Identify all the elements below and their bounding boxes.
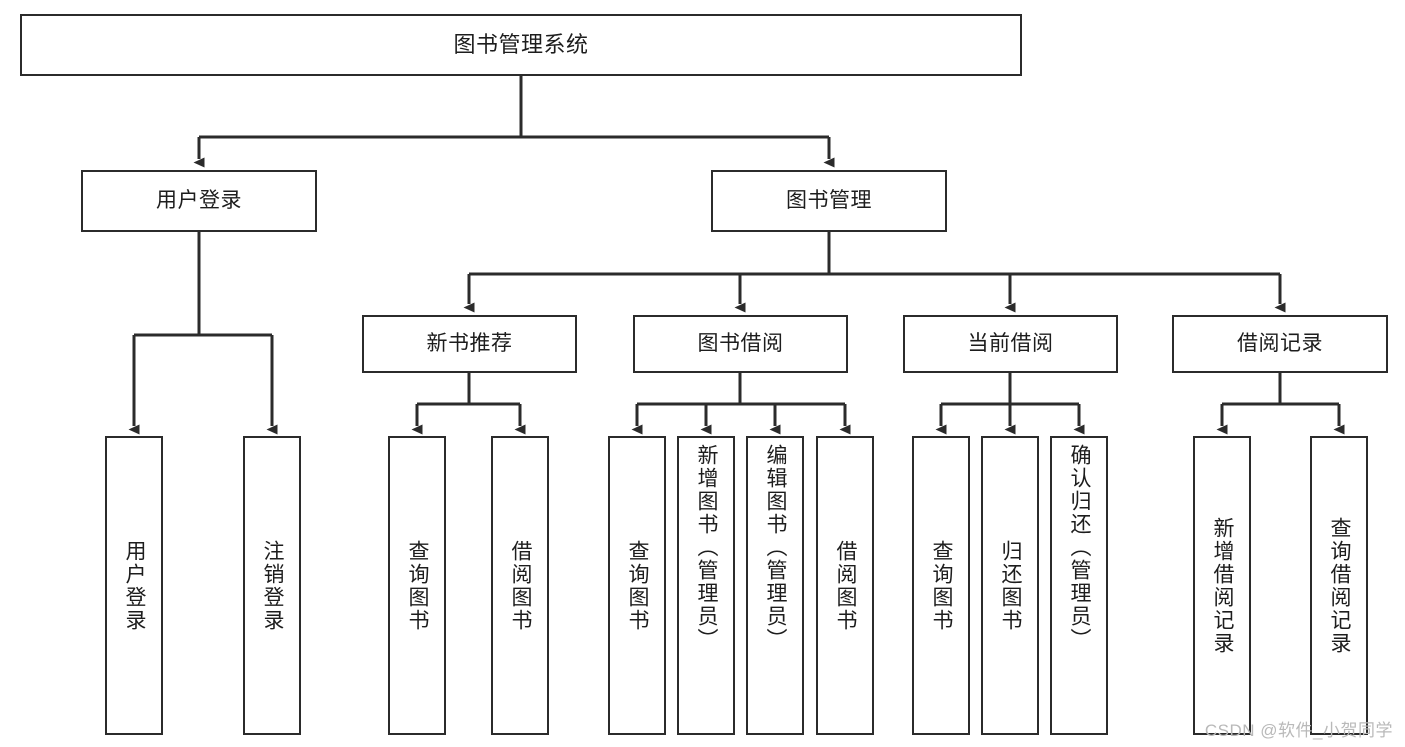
leaf-user-login[interactable]: 用户登录 (105, 436, 163, 735)
leaf-add-book-admin[interactable]: 新增图书（管理员） (677, 436, 735, 735)
leaf-borrow-book-1-label: 借阅图书 (509, 539, 533, 632)
leaf-user-login-label: 用户登录 (123, 539, 147, 632)
leaf-add-borrow-record-label: 新增借阅记录 (1211, 516, 1235, 655)
node-book-borrow-label: 图书借阅 (697, 331, 784, 355)
node-root[interactable]: 图书管理系统 (20, 14, 1022, 76)
node-borrow-record[interactable]: 借阅记录 (1172, 315, 1388, 373)
leaf-query-borrow-record-label: 查询借阅记录 (1328, 516, 1352, 655)
leaf-edit-book-admin-label: 编辑图书（管理员） (764, 444, 788, 651)
node-book-management-label: 图书管理 (786, 188, 872, 212)
node-user-login-label: 用户登录 (156, 188, 242, 212)
leaf-query-book-3-label: 查询图书 (930, 539, 954, 632)
leaf-return-book[interactable]: 归还图书 (981, 436, 1039, 735)
node-current-borrow-label: 当前借阅 (967, 331, 1054, 355)
leaf-return-book-label: 归还图书 (999, 539, 1023, 632)
node-book-borrow[interactable]: 图书借阅 (633, 315, 848, 373)
node-current-borrow[interactable]: 当前借阅 (903, 315, 1118, 373)
leaf-query-borrow-record[interactable]: 查询借阅记录 (1310, 436, 1368, 735)
leaf-confirm-return-admin[interactable]: 确认归还（管理员） (1050, 436, 1108, 735)
node-book-management[interactable]: 图书管理 (711, 170, 947, 232)
csdn-watermark: CSDN @软件_小贺同学 (1204, 721, 1393, 740)
leaf-query-book-2-label: 查询图书 (626, 539, 650, 632)
node-new-book-recommend-label: 新书推荐 (426, 331, 513, 355)
leaf-borrow-book-2[interactable]: 借阅图书 (816, 436, 874, 735)
leaf-add-book-admin-label: 新增图书（管理员） (695, 444, 719, 651)
leaf-query-book-2[interactable]: 查询图书 (608, 436, 666, 735)
node-borrow-record-label: 借阅记录 (1237, 331, 1323, 355)
leaf-logout-label: 注销登录 (261, 539, 285, 632)
leaf-query-book-1-label: 查询图书 (406, 539, 430, 632)
leaf-borrow-book-2-label: 借阅图书 (834, 539, 858, 632)
node-root-label: 图书管理系统 (453, 32, 589, 58)
node-user-login[interactable]: 用户登录 (81, 170, 317, 232)
leaf-borrow-book-1[interactable]: 借阅图书 (491, 436, 549, 735)
leaf-logout[interactable]: 注销登录 (243, 436, 301, 735)
leaf-add-borrow-record[interactable]: 新增借阅记录 (1193, 436, 1251, 735)
leaf-query-book-3[interactable]: 查询图书 (912, 436, 970, 735)
leaf-confirm-return-admin-label: 确认归还（管理员） (1068, 444, 1092, 651)
leaf-query-book-1[interactable]: 查询图书 (388, 436, 446, 735)
node-new-book-recommend[interactable]: 新书推荐 (362, 315, 577, 373)
leaf-edit-book-admin[interactable]: 编辑图书（管理员） (746, 436, 804, 735)
